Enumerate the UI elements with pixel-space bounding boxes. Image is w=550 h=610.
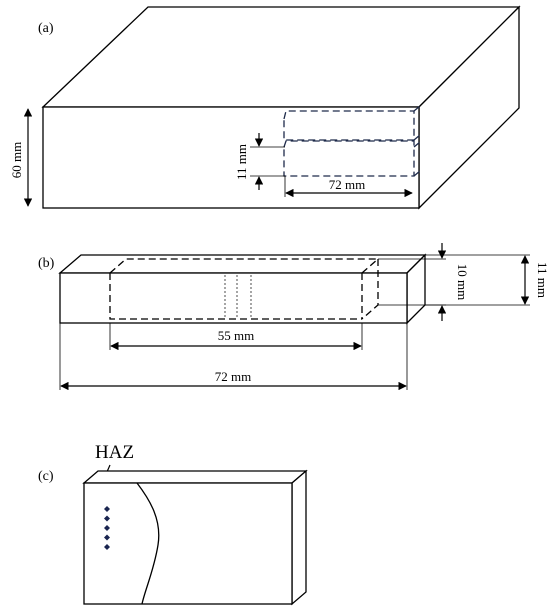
width-dimension-label: 72 mm <box>329 177 365 192</box>
specimen-outlines <box>283 105 421 177</box>
panel-a-label: (a) <box>38 21 54 36</box>
haz-marker <box>104 506 110 512</box>
outer-height-label: 11 mm <box>535 262 550 298</box>
haz-marker <box>104 544 110 550</box>
panel-a: (a) 60 mm 11 mm 72 mm <box>9 5 521 210</box>
height-dimension-label: 60 mm <box>9 142 24 178</box>
haz-marker <box>104 534 110 541</box>
panel-b: (b) 55 mm 72 mm <box>38 243 550 391</box>
notch-lines <box>224 275 252 317</box>
total-length-label: 72 mm <box>215 369 251 384</box>
haz-marker <box>104 525 110 531</box>
haz-markers <box>104 506 110 550</box>
notch-length-label: 55 mm <box>218 328 254 343</box>
panel-b-label: (b) <box>38 256 55 271</box>
panel-c-label: (c) <box>38 469 54 484</box>
sample-side-face <box>291 469 307 606</box>
thickness-dimension-label: 11 mm <box>234 144 249 180</box>
sample-front-face <box>83 482 293 605</box>
haz-label: HAZ <box>95 442 134 463</box>
fusion-boundary-curve <box>136 482 160 605</box>
bar-front-face <box>59 272 408 324</box>
panel-c: (c) HAZ <box>38 442 308 606</box>
inner-height-label: 10 mm <box>455 264 470 300</box>
haz-marker <box>104 515 110 522</box>
sample-top-face <box>82 470 308 484</box>
bar-top-face <box>58 254 427 274</box>
